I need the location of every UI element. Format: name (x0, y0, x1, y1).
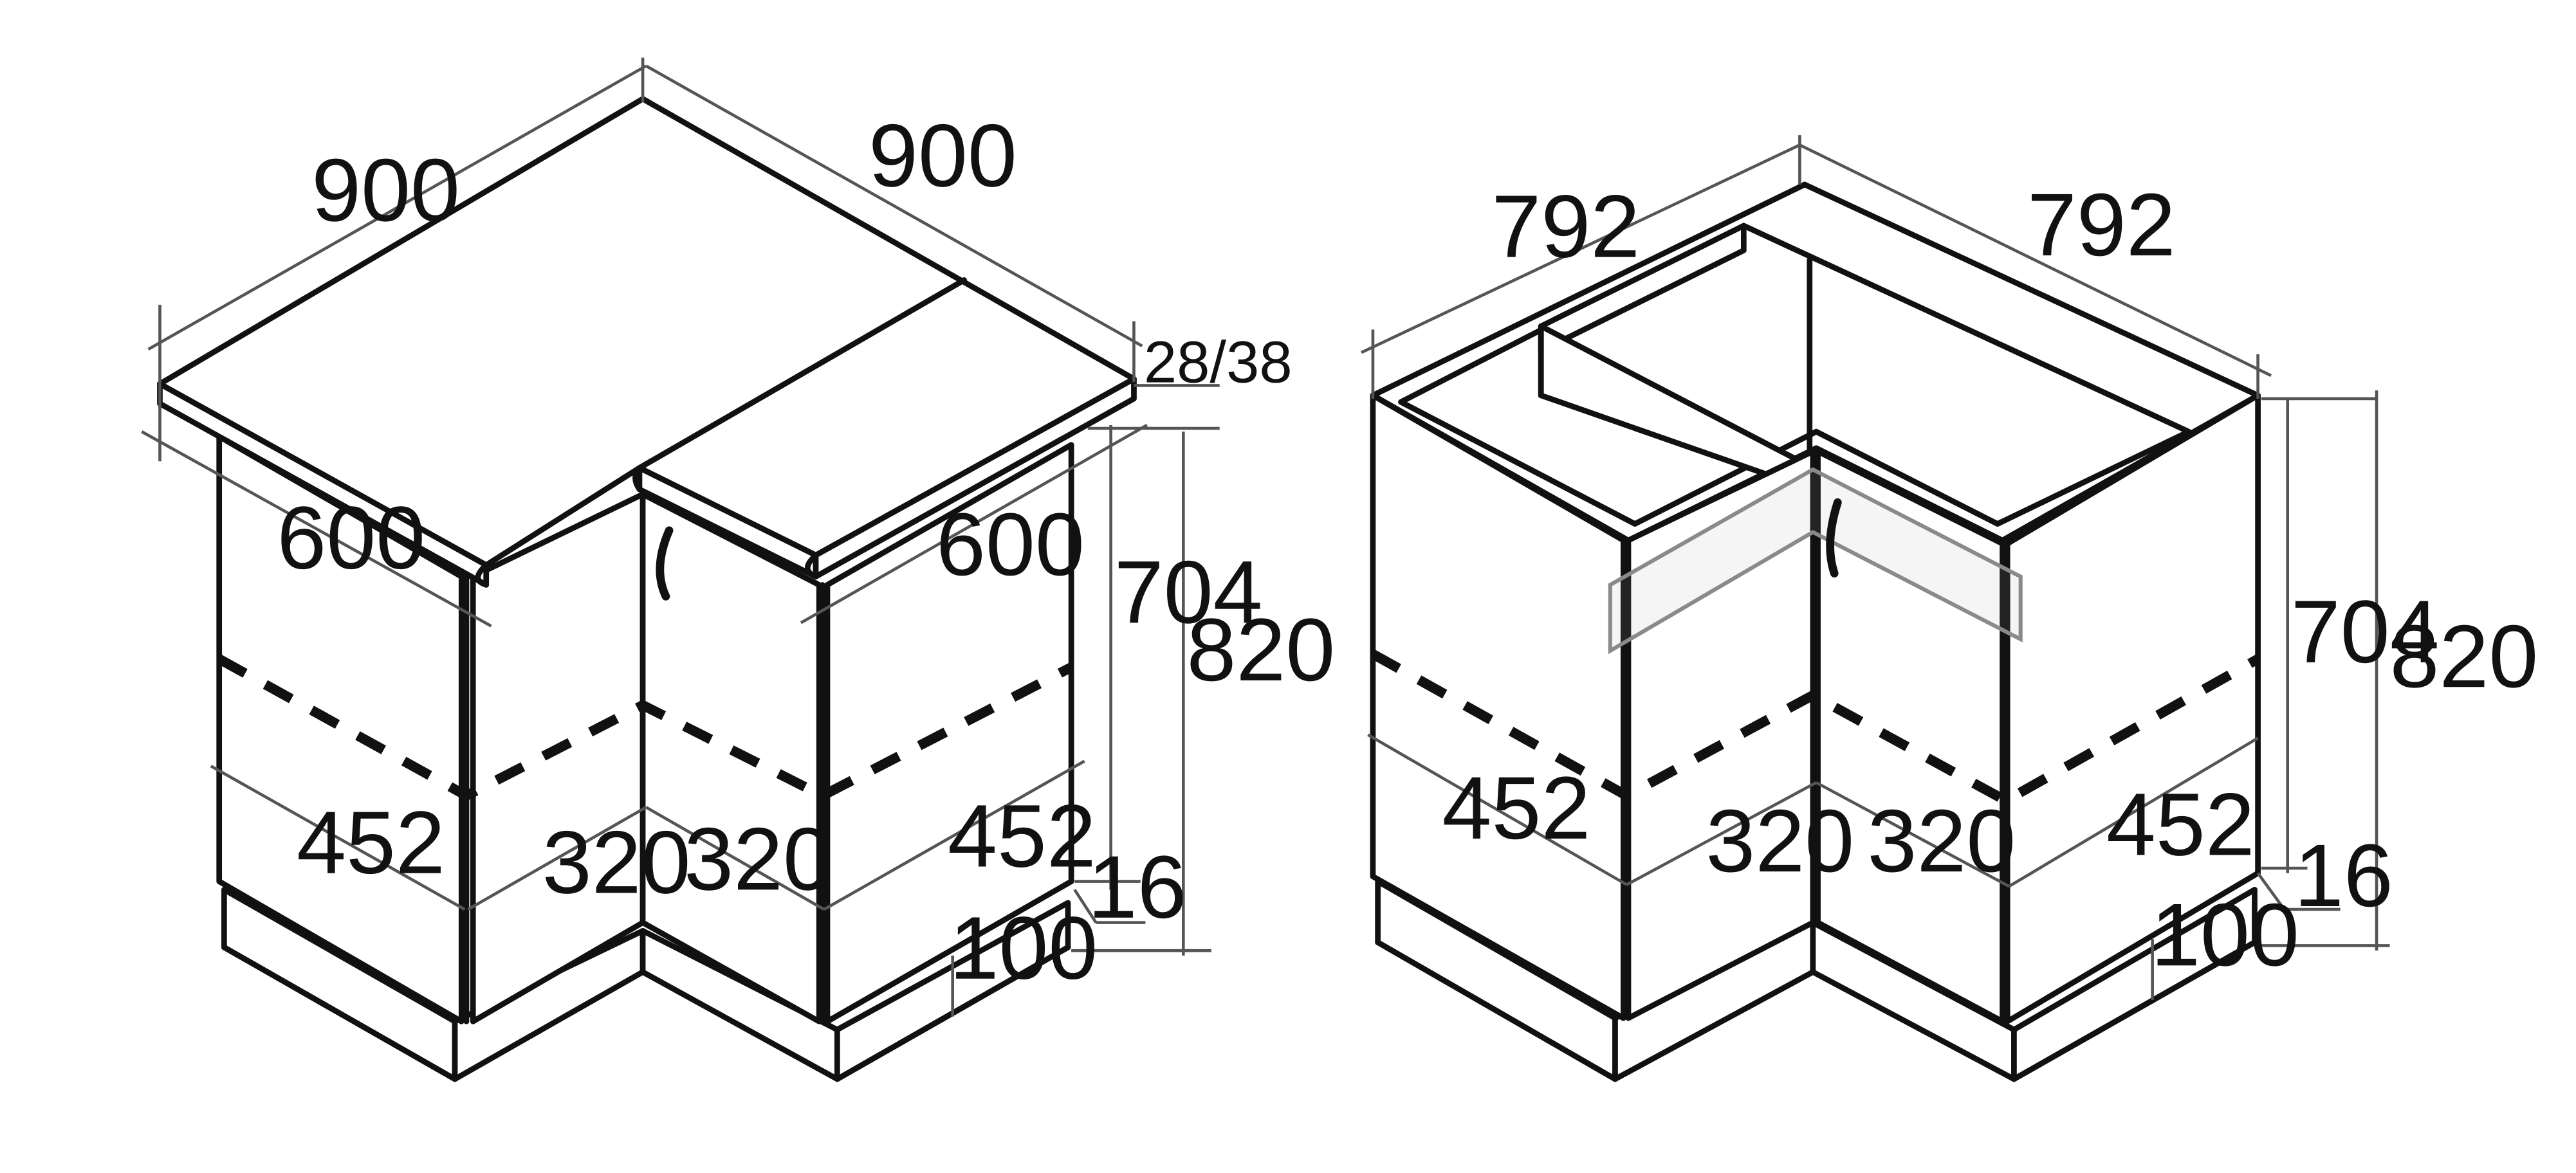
left-countertop (157, 96, 1137, 588)
right-dim-carcass-height: 704 (2291, 583, 2440, 682)
left-dim-side-width-left: 452 (297, 794, 445, 893)
right-dim-total-height: 820 (2390, 607, 2539, 706)
right-cabinet-view: 792 792 704 820 452 320 320 452 16 100 (1361, 135, 2539, 1082)
left-hidden-shelf-line (216, 654, 1074, 802)
left-door-handle (656, 526, 674, 601)
right-door-handle (1826, 498, 1842, 577)
left-dim-carcass-height: 704 (1114, 543, 1263, 642)
left-dim-door-width-left: 320 (542, 813, 691, 912)
left-dimension-lines (141, 57, 1220, 1017)
right-dim-plinth-height: 100 (2151, 886, 2299, 985)
left-door-left (639, 491, 822, 1024)
left-cabinet-view: 900 900 28/38 600 600 704 820 452 320 32… (141, 57, 1335, 1082)
left-dim-width-right: 900 (869, 106, 1017, 205)
left-dim-width-left: 900 (311, 141, 460, 240)
left-dim-plinth-height: 100 (950, 899, 1098, 998)
right-door-right (1815, 448, 2005, 1024)
right-plinth (1375, 878, 2258, 1082)
left-dim-countertop-thickness: 28/38 (1144, 329, 1293, 395)
right-dim-door-width-right: 320 (1867, 792, 2016, 891)
right-dim-plinth-recess: 16 (2294, 826, 2393, 925)
left-dim-plinth-recess: 16 (1088, 838, 1187, 937)
left-dim-depth-left: 600 (277, 489, 425, 588)
right-door-left (1625, 448, 1816, 1021)
left-dim-door-width-right: 320 (684, 810, 833, 909)
right-hidden-shelf-line (1370, 650, 2261, 806)
left-dim-depth-right: 600 (936, 495, 1085, 594)
right-dim-width-left: 792 (1491, 177, 1640, 277)
right-dim-width-right: 792 (2027, 176, 2176, 275)
left-dim-side-width-right: 452 (948, 787, 1096, 886)
right-dim-side-width-left: 452 (1442, 759, 1591, 858)
left-dim-total-height: 820 (1186, 601, 1335, 700)
right-dim-door-width-left: 320 (1706, 792, 1854, 891)
right-dimension-lines (1361, 135, 2390, 1001)
right-ghost-rail (1608, 467, 2023, 655)
right-dim-side-width-right: 452 (2106, 776, 2255, 875)
